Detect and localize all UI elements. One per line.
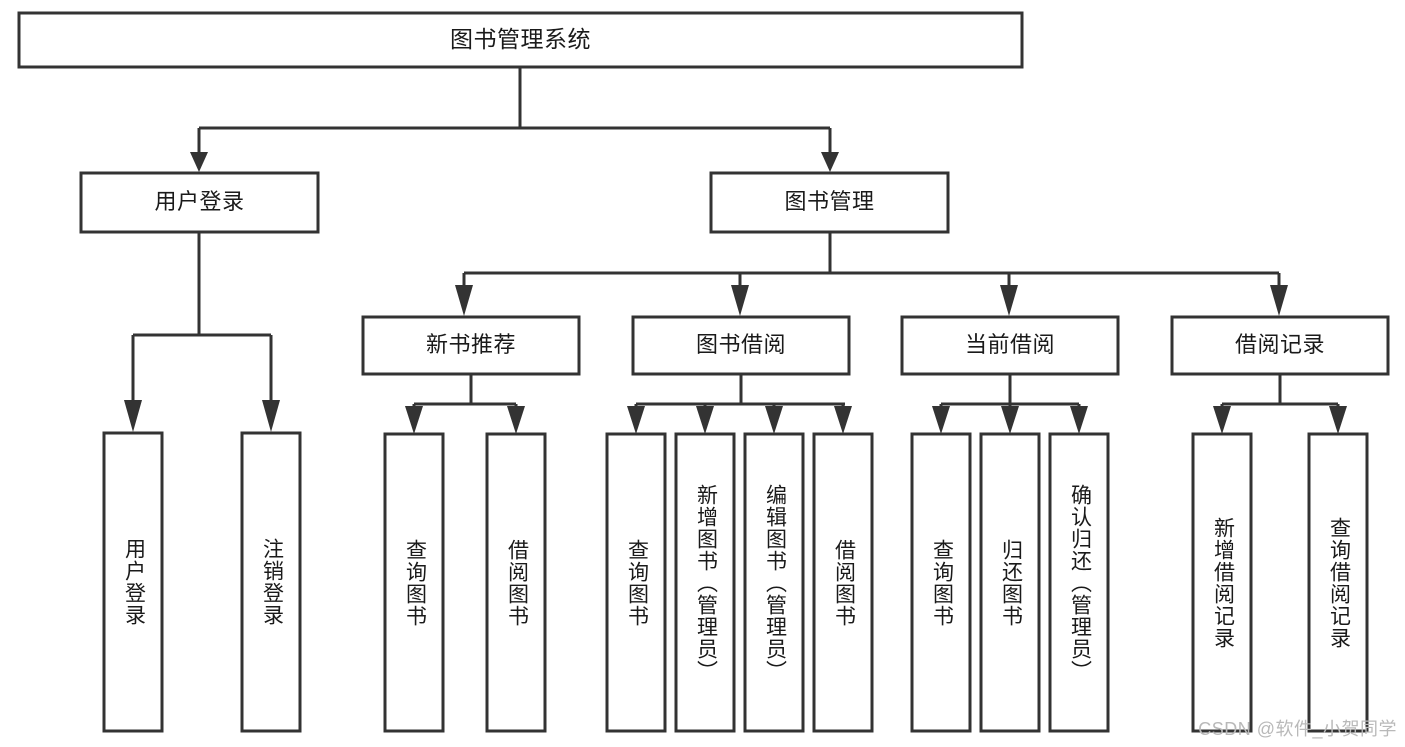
watermark-text: CSDN @软件_小贺同学 xyxy=(1198,719,1397,739)
node-leaf-borrow-record-add[interactable] xyxy=(1191,432,1253,733)
node-root-book-management-system[interactable] xyxy=(17,11,1024,69)
node-leaf-new-book-query[interactable] xyxy=(383,432,445,733)
node-leaf-current-borrow-query[interactable] xyxy=(910,432,972,733)
arrowhead-to-current-borrow xyxy=(1000,285,1018,316)
arrowhead-book-borrow-leaf-3 xyxy=(765,406,783,434)
arrowhead-new-book-leaf-1 xyxy=(405,406,423,434)
node-leaf-book-borrow-query[interactable] xyxy=(605,432,667,733)
arrowhead-book-borrow-leaf-1 xyxy=(627,406,645,434)
node-leaf-book-borrow-edit[interactable] xyxy=(743,432,805,733)
arrowhead-new-book-leaf-2 xyxy=(507,406,525,434)
node-book-management[interactable] xyxy=(709,171,950,234)
arrowhead-to-book-borrow xyxy=(731,285,749,316)
arrowhead-current-borrow-leaf-2 xyxy=(1001,406,1019,434)
arrowhead-current-borrow-leaf-3 xyxy=(1070,406,1088,434)
arrowhead-book-borrow-leaf-4 xyxy=(834,406,852,434)
node-leaf-borrow-record-query[interactable] xyxy=(1307,432,1369,733)
node-leaf-book-borrow-borrow[interactable] xyxy=(812,432,874,733)
node-leaf-current-borrow-return[interactable] xyxy=(979,432,1041,733)
arrowhead-user-login-leaf-2 xyxy=(262,400,280,432)
arrowhead-to-new-book-recommend xyxy=(455,285,473,316)
node-user-login[interactable] xyxy=(79,171,320,234)
node-book-borrow[interactable] xyxy=(631,315,851,376)
arrowhead-borrow-record-leaf-2 xyxy=(1329,406,1347,434)
node-leaf-new-book-borrow[interactable] xyxy=(485,432,547,733)
node-leaf-user-login-login[interactable] xyxy=(102,431,164,733)
node-leaf-user-login-logout[interactable] xyxy=(240,431,302,733)
arrowhead-current-borrow-leaf-1 xyxy=(932,406,950,434)
arrowhead-book-borrow-leaf-2 xyxy=(696,406,714,434)
node-leaf-current-borrow-confirm[interactable] xyxy=(1048,432,1110,733)
node-current-borrow[interactable] xyxy=(900,315,1120,376)
arrowhead-to-book-management xyxy=(821,152,839,172)
node-leaf-book-borrow-add[interactable] xyxy=(674,432,736,733)
node-new-book-recommend[interactable] xyxy=(361,315,581,376)
arrowhead-borrow-record-leaf-1 xyxy=(1213,406,1231,434)
arrowhead-to-user-login xyxy=(190,152,208,172)
arrowhead-user-login-leaf-1 xyxy=(124,400,142,432)
arrowhead-to-borrow-record xyxy=(1270,285,1288,316)
node-borrow-record[interactable] xyxy=(1170,315,1390,376)
